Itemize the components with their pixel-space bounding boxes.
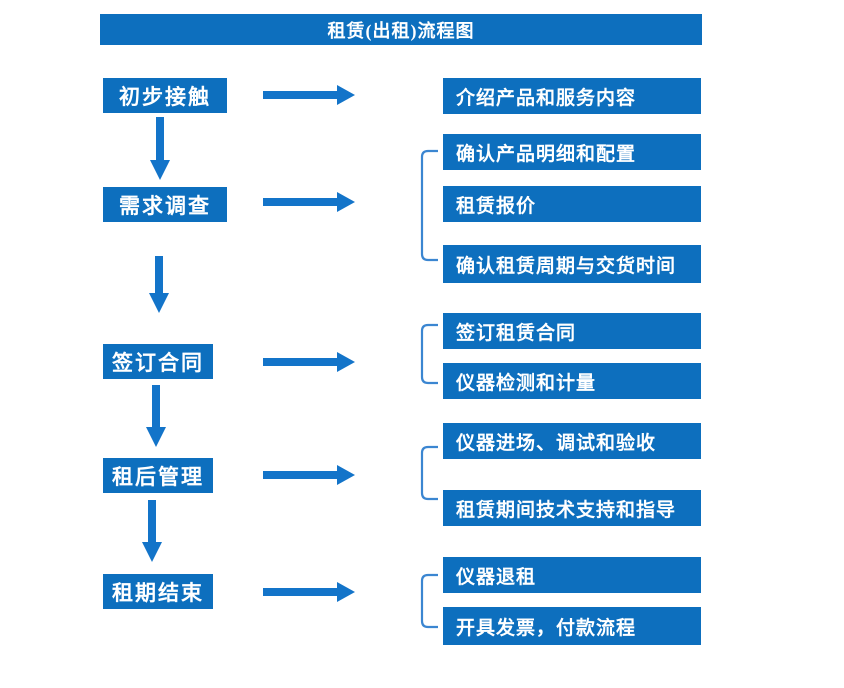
arrow-down-icon xyxy=(149,256,169,313)
detail-box: 租赁报价 xyxy=(443,186,701,222)
arrow-right-icon xyxy=(263,192,355,212)
arrow-right-icon xyxy=(263,465,355,485)
detail-box: 仪器退租 xyxy=(443,557,701,593)
arrow-down-icon xyxy=(150,117,170,180)
step-box-initial-contact: 初步接触 xyxy=(103,78,227,113)
step-box-post-rental-management: 租后管理 xyxy=(103,458,213,493)
arrow-right-icon xyxy=(263,582,355,602)
detail-box: 签订租赁合同 xyxy=(443,313,701,349)
bracket-connector xyxy=(420,445,438,501)
detail-box: 仪器检测和计量 xyxy=(443,363,701,399)
detail-box: 确认租赁周期与交货时间 xyxy=(443,245,701,283)
detail-box: 仪器进场、调试和验收 xyxy=(443,423,701,459)
bracket-connector xyxy=(420,149,438,262)
detail-box: 租赁期间技术支持和指导 xyxy=(443,490,701,526)
step-box-sign-contract: 签订合同 xyxy=(103,344,213,379)
arrow-down-icon xyxy=(142,500,162,562)
arrow-right-icon xyxy=(263,85,355,105)
bracket-connector xyxy=(420,323,438,385)
step-box-demand-survey: 需求调查 xyxy=(103,187,227,222)
detail-box: 确认产品明细和配置 xyxy=(443,134,701,170)
step-box-rental-end: 租期结束 xyxy=(103,574,213,609)
detail-box: 介绍产品和服务内容 xyxy=(443,78,701,114)
bracket-connector xyxy=(420,573,438,629)
page-title: 租赁(出租)流程图 xyxy=(100,14,702,45)
arrow-down-icon xyxy=(146,385,166,447)
arrow-right-icon xyxy=(263,352,355,372)
detail-box: 开具发票，付款流程 xyxy=(443,607,701,645)
